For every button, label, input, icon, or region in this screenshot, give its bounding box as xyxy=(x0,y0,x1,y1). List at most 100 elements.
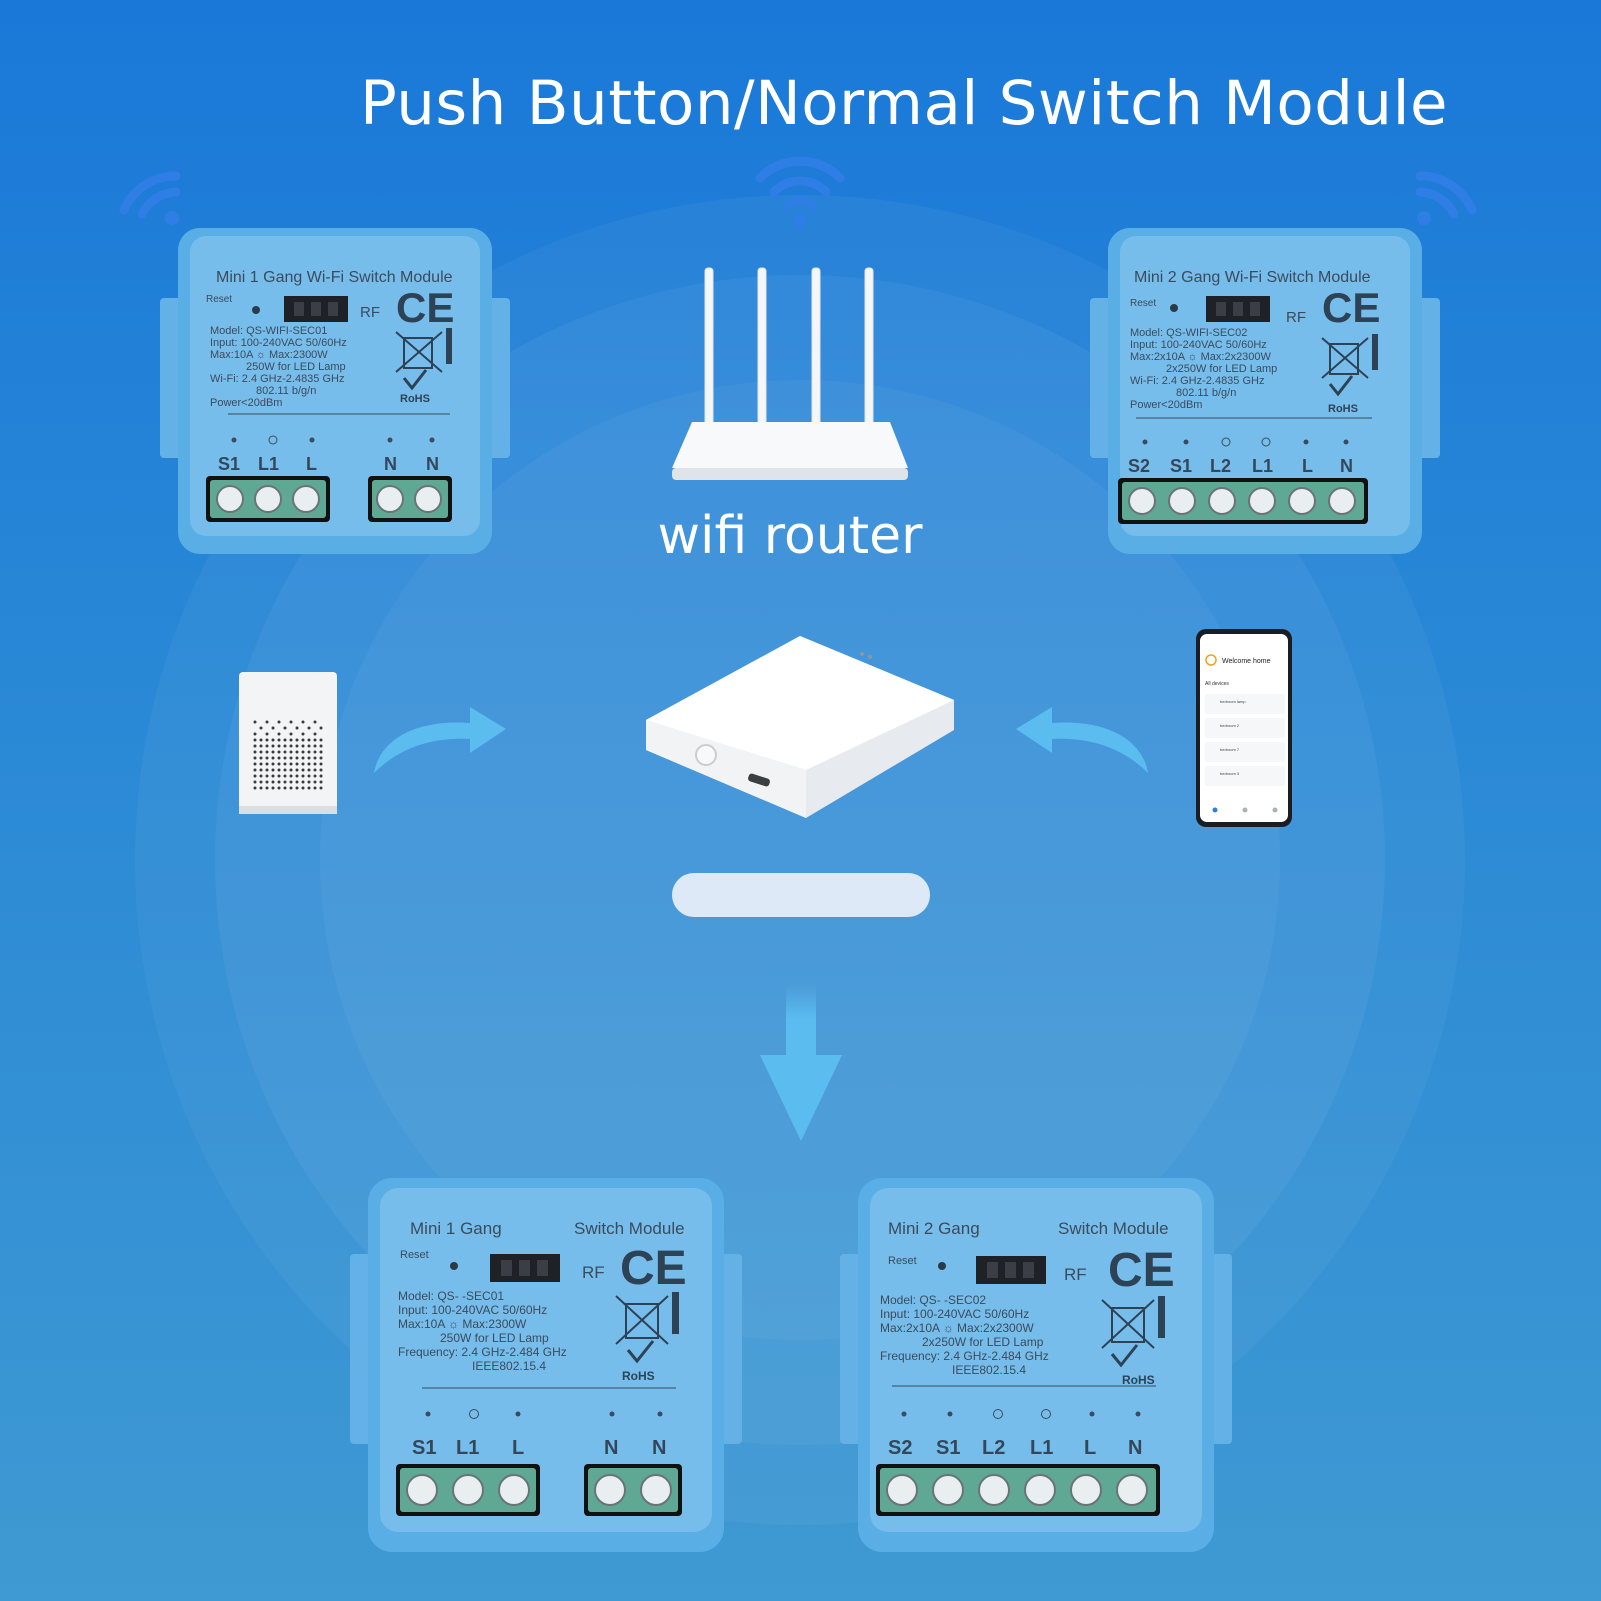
speaker-hole xyxy=(253,762,257,766)
speaker-hole xyxy=(259,756,263,760)
weee-bin-icon xyxy=(1101,1299,1155,1349)
speaker-hole xyxy=(301,756,305,760)
speaker-hole xyxy=(301,732,305,736)
speaker-hole xyxy=(271,756,275,760)
speaker-hole xyxy=(253,774,257,778)
speaker-hole xyxy=(319,738,323,742)
speaker-hole xyxy=(307,744,311,748)
speaker-hole xyxy=(253,768,257,772)
speaker-hole xyxy=(301,750,305,754)
specs-block: Model: QS- -SEC01 Input: 100-240VAC 50/6… xyxy=(398,1289,567,1373)
spec-line: Max:10A ☼ Max:2300W xyxy=(398,1317,527,1331)
speaker-hole xyxy=(277,786,281,790)
speaker-hole xyxy=(259,786,263,790)
terminal-label: N xyxy=(1340,456,1353,476)
specs-block: Model: QS-WIFI-SEC01 Input: 100-240VAC 5… xyxy=(210,325,347,409)
speaker-hole xyxy=(283,774,287,778)
speaker-hole xyxy=(289,738,293,742)
terminal-label: L2 xyxy=(982,1437,1005,1459)
reset-button[interactable] xyxy=(938,1262,946,1270)
rf-label: RF xyxy=(1064,1265,1087,1284)
terminal-label: L1 xyxy=(456,1437,479,1459)
speaker-hole xyxy=(319,774,323,778)
spec-line: Max:10A ☼ Max:2300W xyxy=(210,349,328,361)
wiring-markers xyxy=(901,1409,1141,1419)
wifi-icon xyxy=(755,156,845,227)
speaker-hole xyxy=(301,768,305,772)
module-name: Mini 2 Gang Wi-Fi Switch Module xyxy=(1134,269,1371,286)
speaker-hole xyxy=(259,762,263,766)
speaker-hole xyxy=(277,756,281,760)
gateway-hub-icon xyxy=(646,636,954,818)
speaker-hole xyxy=(265,768,269,772)
speaker-hole xyxy=(307,756,311,760)
reset-button[interactable] xyxy=(252,306,260,314)
reset-label: Reset xyxy=(888,1255,917,1267)
spec-line: Model: QS- -SEC02 xyxy=(880,1293,986,1307)
speaker-hole xyxy=(283,780,287,784)
speaker-hole xyxy=(313,786,317,790)
list-item[interactable]: bedroom 7 xyxy=(1220,747,1240,752)
terminal-screws xyxy=(406,1474,672,1506)
router-label: wifi router xyxy=(657,506,923,566)
speaker-hole xyxy=(259,768,263,772)
spec-line: Model: QS-WIFI-SEC02 xyxy=(1130,327,1247,339)
speaker-hole xyxy=(271,750,275,754)
speaker-hole xyxy=(295,780,299,784)
terminal-label: L1 xyxy=(258,454,279,474)
list-item[interactable]: bedroom 2 xyxy=(1220,723,1240,728)
terminal-label: S1 xyxy=(936,1437,960,1459)
reset-button[interactable] xyxy=(1170,304,1178,312)
speaker-hole xyxy=(283,744,287,748)
list-item[interactable]: bedroom 3 xyxy=(1220,771,1240,776)
weee-bin-icon xyxy=(615,1295,669,1345)
speaker-hole xyxy=(313,762,317,766)
speaker-hole xyxy=(319,756,323,760)
speaker-hole xyxy=(295,750,299,754)
speaker-hole xyxy=(271,780,275,784)
speaker-hole xyxy=(307,774,311,778)
speaker-hole xyxy=(277,768,281,772)
speaker-hole xyxy=(277,720,281,724)
speaker-hole xyxy=(265,774,269,778)
spec-line: Power<20dBm xyxy=(210,397,282,409)
spec-line: Input: 100-240VAC 50/60Hz xyxy=(398,1303,547,1317)
speaker-hole xyxy=(301,762,305,766)
speaker-hole xyxy=(301,774,305,778)
terminal-label: L xyxy=(1302,456,1313,476)
smartphone-icon: Welcome home All devices bedroom lamp be… xyxy=(1196,629,1292,827)
speaker-hole xyxy=(265,750,269,754)
arrow-icon xyxy=(760,985,842,1141)
list-item[interactable]: bedroom lamp xyxy=(1220,699,1246,704)
speaker-hole xyxy=(295,762,299,766)
speaker-hole xyxy=(313,756,317,760)
terminal-label: L2 xyxy=(1210,456,1231,476)
speaker-hole xyxy=(277,780,281,784)
speaker-hole xyxy=(289,756,293,760)
speaker-hole xyxy=(319,750,323,754)
terminal-label: L xyxy=(306,454,317,474)
gateway-label-placeholder xyxy=(672,873,930,917)
terminal-label: L1 xyxy=(1030,1437,1053,1459)
speaker-hole xyxy=(313,744,317,748)
speaker-hole xyxy=(283,768,287,772)
reset-button[interactable] xyxy=(450,1262,458,1270)
speaker-hole xyxy=(259,780,263,784)
spec-line: Frequency: 2.4 GHz-2.484 GHz xyxy=(880,1349,1049,1363)
speaker-hole xyxy=(271,786,275,790)
module-name-left: Mini 1 Gang xyxy=(410,1219,502,1238)
speaker-hole xyxy=(259,774,263,778)
wifi-icon xyxy=(119,171,181,225)
phone-heading: Welcome home xyxy=(1222,658,1271,665)
module-name: Mini 1 Gang Wi-Fi Switch Module xyxy=(216,269,453,286)
speaker-hole xyxy=(271,774,275,778)
speaker-hole xyxy=(313,750,317,754)
speaker-hole xyxy=(307,786,311,790)
terminal-label: L1 xyxy=(1252,456,1273,476)
speaker-hole xyxy=(313,732,317,736)
specs-block: Model: QS-WIFI-SEC02 Input: 100-240VAC 5… xyxy=(1130,327,1277,411)
module-name-left: Mini 2 Gang xyxy=(888,1219,980,1238)
speaker-hole xyxy=(307,750,311,754)
terminal-label: N xyxy=(1128,1437,1142,1459)
